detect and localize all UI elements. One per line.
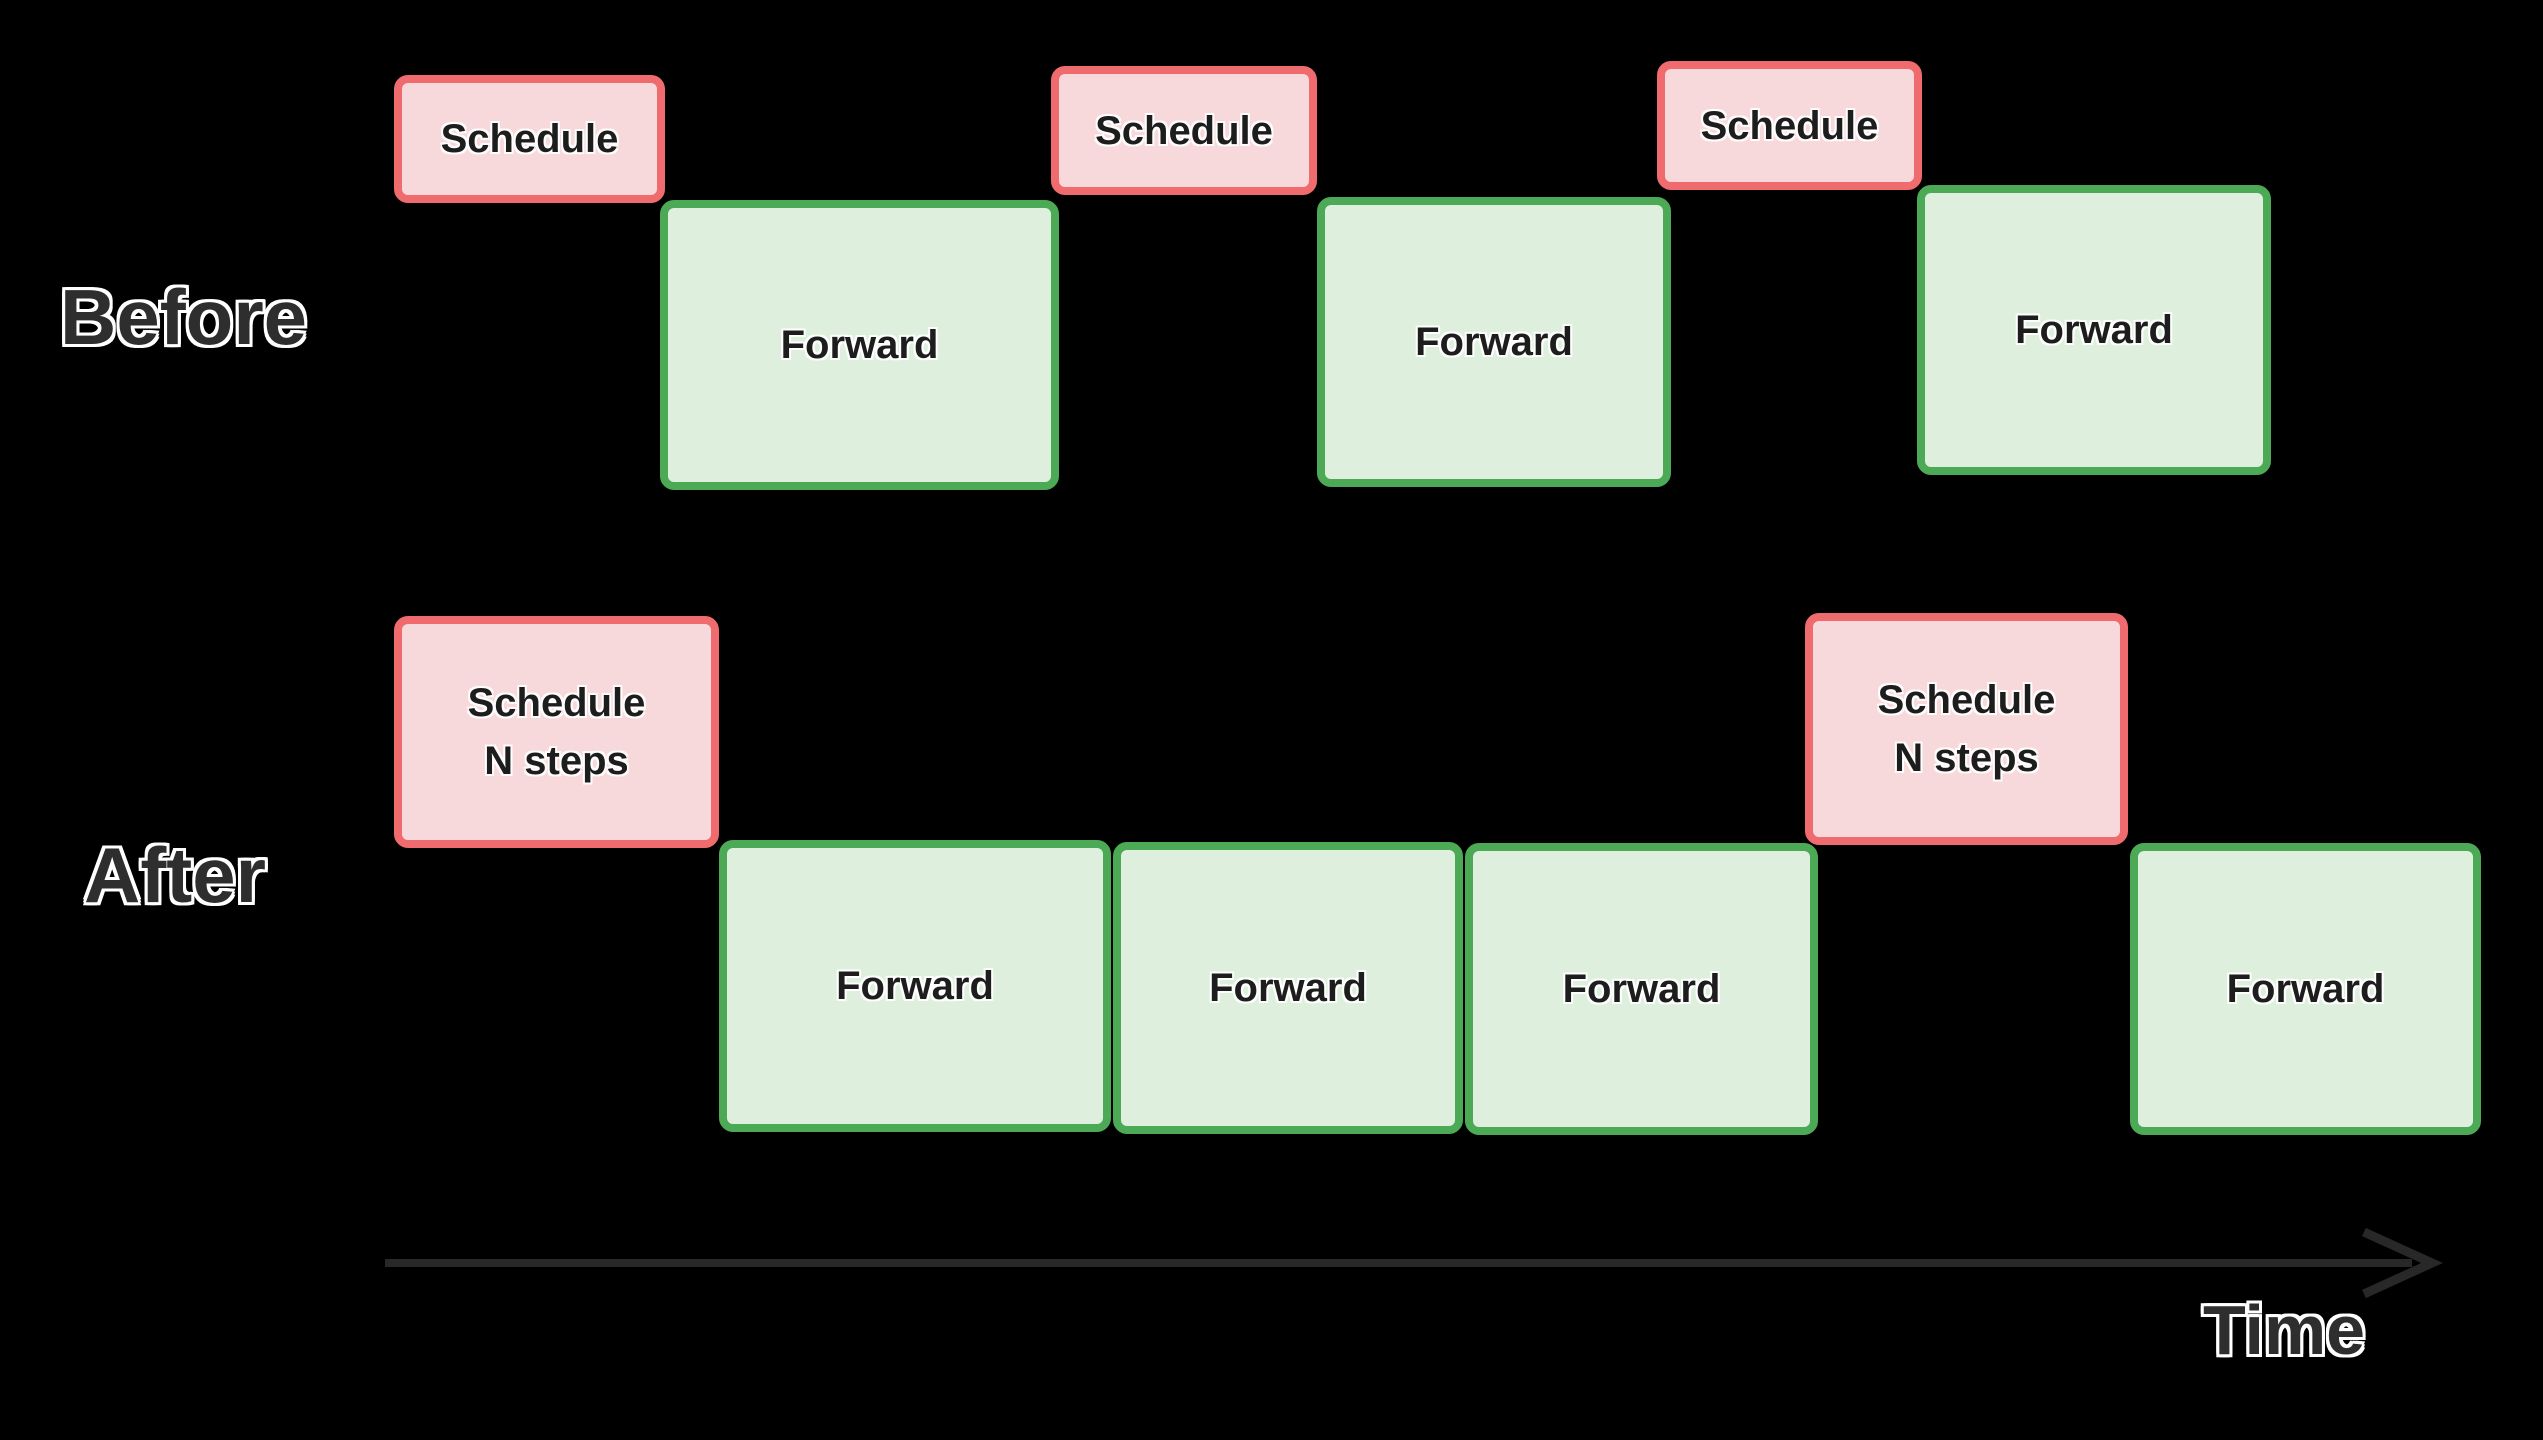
forward-box: Forward <box>719 840 1111 1132</box>
schedule-box: Schedule <box>1657 61 1922 190</box>
forward-box: Forward <box>660 200 1059 490</box>
forward-box-label: Forward <box>1562 967 1721 1011</box>
schedule-box: Schedule <box>394 75 665 203</box>
schedule-box: Schedule <box>1051 66 1317 195</box>
schedule-box-label: Schedule <box>1700 103 1879 148</box>
schedule-box-label: Schedule <box>1095 108 1273 153</box>
forward-box-label: Forward <box>1209 966 1367 1010</box>
forward-box-label: Forward <box>2226 967 2385 1011</box>
forward-box: Forward <box>2130 843 2481 1135</box>
forward-box: Forward <box>1465 843 1818 1135</box>
forward-box-label: Forward <box>2015 308 2173 352</box>
forward-box-label: Forward <box>836 964 994 1008</box>
forward-box: Forward <box>1917 185 2271 475</box>
forward-box: Forward <box>1317 197 1671 487</box>
time-axis-label: Time <box>2203 1291 2366 1369</box>
schedule-box: Schedule N steps <box>394 616 719 848</box>
before-row-label: Before <box>60 273 308 361</box>
schedule-box-label: N steps <box>484 739 629 783</box>
forward-box: Forward <box>1113 842 1463 1134</box>
schedule-box: Schedule N steps <box>1805 613 2128 845</box>
schedule-box-label: Schedule <box>440 117 619 161</box>
schedule-box-label: Schedule <box>467 681 646 725</box>
schedule-box-label: N steps <box>1894 736 2039 780</box>
after-row-label: After <box>84 831 267 919</box>
schedule-box-label: Schedule <box>1877 678 2056 722</box>
forward-box-label: Forward <box>780 323 939 367</box>
forward-box-label: Forward <box>1415 320 1573 364</box>
